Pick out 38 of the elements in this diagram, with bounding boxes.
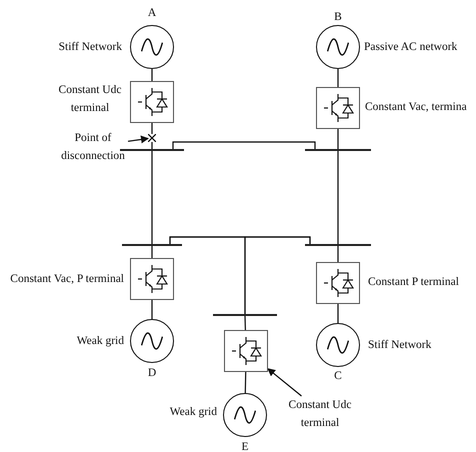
connection-line — [337, 69, 339, 87]
connection-line — [244, 316, 246, 330]
source-label: Passive AC network — [364, 40, 458, 54]
connection-line — [151, 69, 153, 81]
leader-arrow — [128, 136, 149, 144]
node-letter: A — [146, 6, 158, 20]
terminal-label: Constant Vac, P terminal — [10, 272, 124, 286]
source-label: Weak grid — [76, 334, 124, 348]
source-label: Weak grid — [170, 405, 217, 419]
connection-line — [172, 141, 316, 149]
connection-line — [337, 304, 339, 323]
annotation-text: Point of disconnection — [58, 129, 128, 163]
node-letter: C — [333, 369, 343, 383]
connection-line — [337, 246, 339, 262]
connection-line — [151, 246, 153, 258]
ac-source-circle — [223, 393, 267, 437]
source-label: Stiff Network — [58, 40, 122, 54]
disconnection-mark — [148, 134, 156, 142]
ac-source-circle — [130, 319, 174, 363]
connection-line — [244, 372, 246, 394]
node-letter: D — [146, 366, 158, 380]
terminal-label: Constant Udc terminal — [58, 83, 122, 116]
ac-source-circle — [130, 25, 174, 69]
node-letter: B — [333, 10, 343, 24]
ac-source-circle — [316, 25, 360, 69]
ac-source-circle — [316, 323, 360, 367]
connection-line — [337, 129, 339, 149]
connection-line — [151, 151, 153, 244]
connection-line — [337, 151, 339, 244]
source-label: Stiff Network — [368, 338, 432, 352]
leader-arrow — [267, 368, 302, 396]
connection-line — [244, 236, 311, 314]
connection-line — [151, 123, 153, 134]
annotation-text: Constant Udc terminal — [280, 396, 360, 426]
connection-line — [151, 300, 153, 319]
node-letter: E — [240, 440, 250, 452]
terminal-label: Constant Vac, termina — [365, 100, 467, 114]
terminal-label: Constant P terminal — [368, 275, 459, 289]
